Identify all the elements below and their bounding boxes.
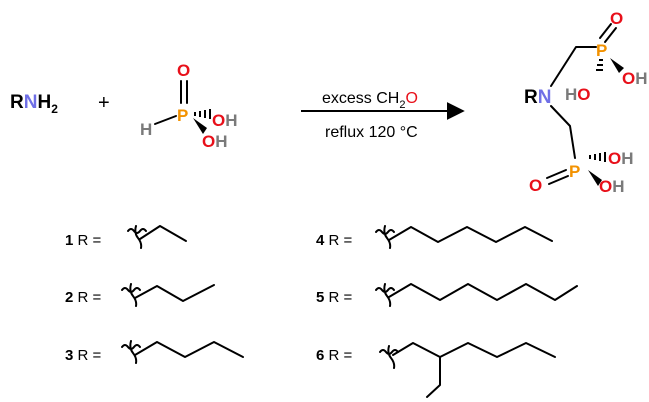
reaction-arrow-group: excess CH2O reflux 120 °C: [301, 90, 465, 141]
upper-po-double-1: [599, 23, 612, 39]
hexyl-chain: [388, 226, 553, 243]
ethyl-chain: [139, 225, 187, 242]
lower-po-double-1: [546, 169, 567, 179]
condition-above: excess CH2O: [322, 90, 418, 111]
amine-h-count: 2: [51, 102, 58, 116]
condition-below: reflux 120 °C: [325, 124, 418, 141]
n-ch2-p-upper: [550, 46, 597, 87]
lower-hashed-wedge: [589, 152, 606, 162]
substituent-6: 6 R =: [316, 342, 556, 398]
propyl-chain: [134, 284, 215, 302]
product-lower-phosphorus: P: [569, 162, 580, 181]
plus-sign: +: [98, 92, 110, 114]
substituent-5: 5 R =: [316, 283, 578, 307]
wavy-bond-icon: [375, 225, 395, 249]
oxygen-double: O: [177, 61, 190, 80]
hydrogen-p: H: [140, 120, 152, 139]
hashed-wedge-oh: [194, 109, 211, 119]
wavy-bond-icon: [375, 283, 395, 307]
substituent-3: 3 R =: [65, 340, 244, 364]
substituent-6-label: 6 R =: [316, 347, 353, 364]
ethylhexyl-branch: [426, 356, 441, 398]
substituent-2: 2 R =: [65, 283, 215, 307]
upper-po-double-2: [604, 27, 617, 43]
product-upper-oxygen: O: [610, 9, 623, 28]
lower-bold-wedge: [588, 170, 602, 186]
wavy-bond-icon: [121, 283, 141, 307]
amine-n: N: [24, 92, 38, 113]
substituent-5-label: 5 R =: [316, 289, 353, 306]
wavy-bond-icon: [127, 225, 147, 249]
reactant-amine: RNH2: [10, 92, 58, 116]
wavy-bond-icon: [121, 340, 141, 364]
substituent-4: 4 R =: [316, 225, 553, 249]
product-lower-oxygen: O: [529, 176, 542, 195]
substituent-3-label: 3 R =: [65, 347, 102, 364]
product-upper-phosphorus: P: [596, 41, 607, 60]
product-bisphosphonate: RN O P OH HO O P OH OH: [524, 9, 648, 196]
substituent-2-label: 2 R =: [65, 289, 102, 306]
product-upper-oh: OH: [622, 69, 648, 88]
upper-bold-wedge: [610, 58, 624, 73]
reactant-phosphorous-acid: O H P OH OH: [140, 61, 238, 151]
substituent-4-label: 4 R =: [316, 232, 353, 249]
heptyl-chain: [388, 283, 578, 301]
svg-text:RNH2: RNH2: [10, 92, 58, 116]
hydroxyl-lower: OH: [202, 132, 228, 151]
substituent-1: 1 R =: [65, 225, 187, 249]
product-lower-oh-upper: OH: [608, 149, 634, 168]
hydroxyl-upper: OH: [212, 111, 238, 130]
bold-wedge-oh: [193, 118, 207, 134]
upper-hashed-wedge: [596, 59, 603, 71]
product-upper-ho: HO: [565, 85, 591, 104]
n-ch2-p-lower: [550, 105, 576, 159]
h-p-bond: [154, 115, 177, 125]
ethylhexyl-main-chain: [392, 342, 556, 358]
amine-h: H: [37, 92, 51, 113]
product-rn: RN: [524, 87, 551, 108]
product-lower-oh-lower: OH: [599, 177, 625, 196]
butyl-chain: [134, 341, 244, 358]
amine-r: R: [10, 92, 24, 113]
wavy-bond-icon: [379, 345, 399, 369]
substituent-1-label: 1 R =: [65, 232, 102, 249]
lower-po-double-2: [548, 175, 569, 185]
phosphorus: P: [177, 106, 188, 125]
